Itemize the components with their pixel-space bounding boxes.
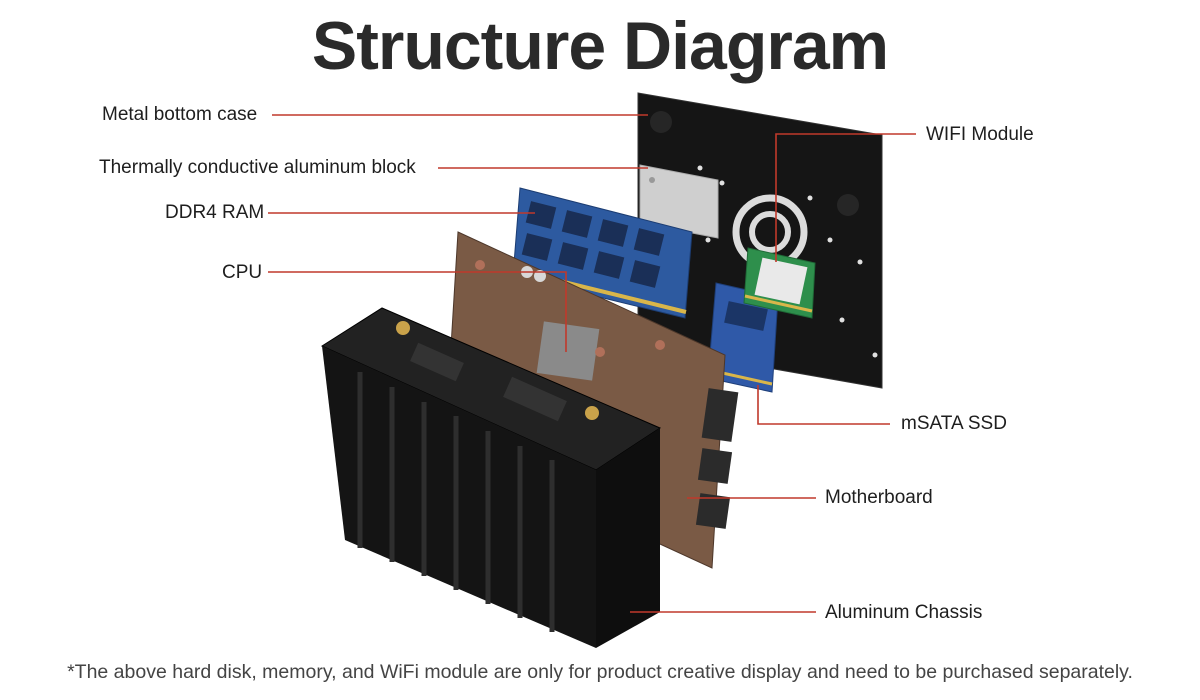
label-msata-ssd: mSATA SSD xyxy=(901,413,1007,434)
label-wifi-module: WIFI Module xyxy=(926,124,1034,145)
diagram-title: Structure Diagram xyxy=(311,8,889,84)
aluminum-block-shape xyxy=(639,164,719,239)
label-metal-bottom-case: Metal bottom case xyxy=(102,104,258,125)
label-thermal-block: Thermally conductive aluminum block xyxy=(99,157,416,178)
label-cpu: CPU xyxy=(222,262,263,283)
leader-wifi-module xyxy=(775,133,916,262)
wifi-module-shape xyxy=(743,247,816,319)
leader-cpu xyxy=(268,271,567,352)
label-motherboard: Motherboard xyxy=(825,487,933,508)
cpu-chip xyxy=(536,321,600,381)
leader-msata-ssd xyxy=(757,385,890,425)
label-aluminum-chassis: Aluminum Chassis xyxy=(825,602,983,623)
label-ddr4-ram: DDR4 RAM xyxy=(165,202,265,223)
aluminum-chassis-shape xyxy=(320,307,662,648)
msata-ssd-shape xyxy=(707,282,779,393)
footnote: *The above hard disk, memory, and WiFi m… xyxy=(67,661,1133,683)
leader-lines xyxy=(268,114,916,613)
